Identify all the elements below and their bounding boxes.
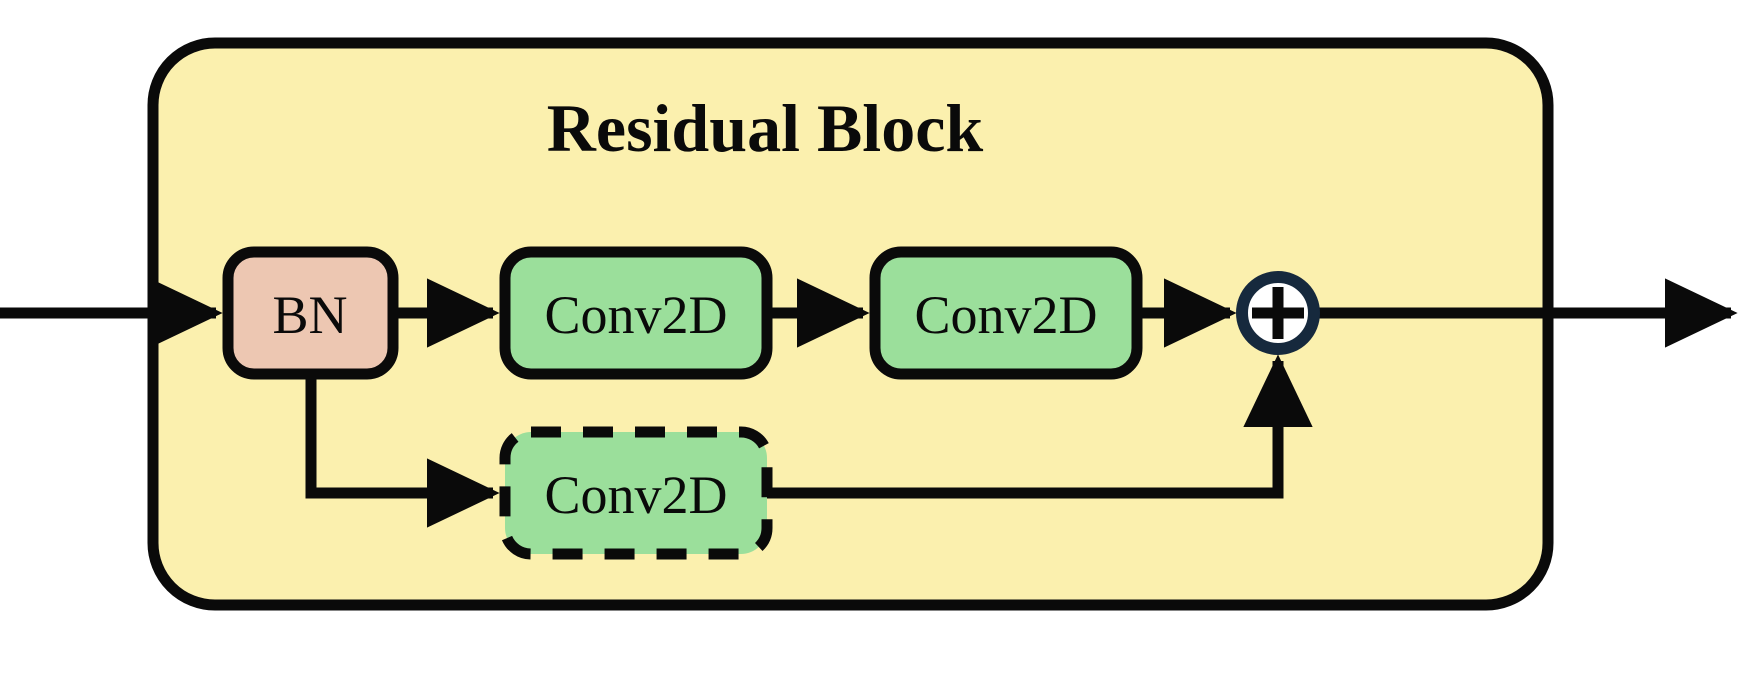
node-sum[interactable] bbox=[1236, 271, 1320, 355]
node-conv1[interactable]: Conv2D bbox=[499, 246, 773, 380]
node-conv2[interactable]: Conv2D bbox=[869, 246, 1143, 380]
shortcut-conv-fill bbox=[505, 432, 767, 554]
conv1-box[interactable] bbox=[499, 246, 773, 380]
node-bn[interactable]: BN bbox=[222, 246, 399, 380]
bn-label: BN bbox=[272, 285, 347, 345]
conv1-label: Conv2D bbox=[544, 285, 727, 345]
node-shortcut-conv[interactable]: Conv2D bbox=[499, 426, 773, 560]
bn-box[interactable] bbox=[222, 246, 399, 380]
shortcut-conv-label: Conv2D bbox=[544, 465, 727, 525]
edge-shortcut-to-sum bbox=[767, 354, 1313, 499]
shortcut-conv-box[interactable] bbox=[499, 426, 773, 560]
conv2-label: Conv2D bbox=[914, 285, 1097, 345]
conv2-box[interactable] bbox=[869, 246, 1143, 380]
page-title: Residual Block bbox=[547, 90, 984, 166]
edge-bn-to-shortcut-conv bbox=[305, 374, 500, 528]
